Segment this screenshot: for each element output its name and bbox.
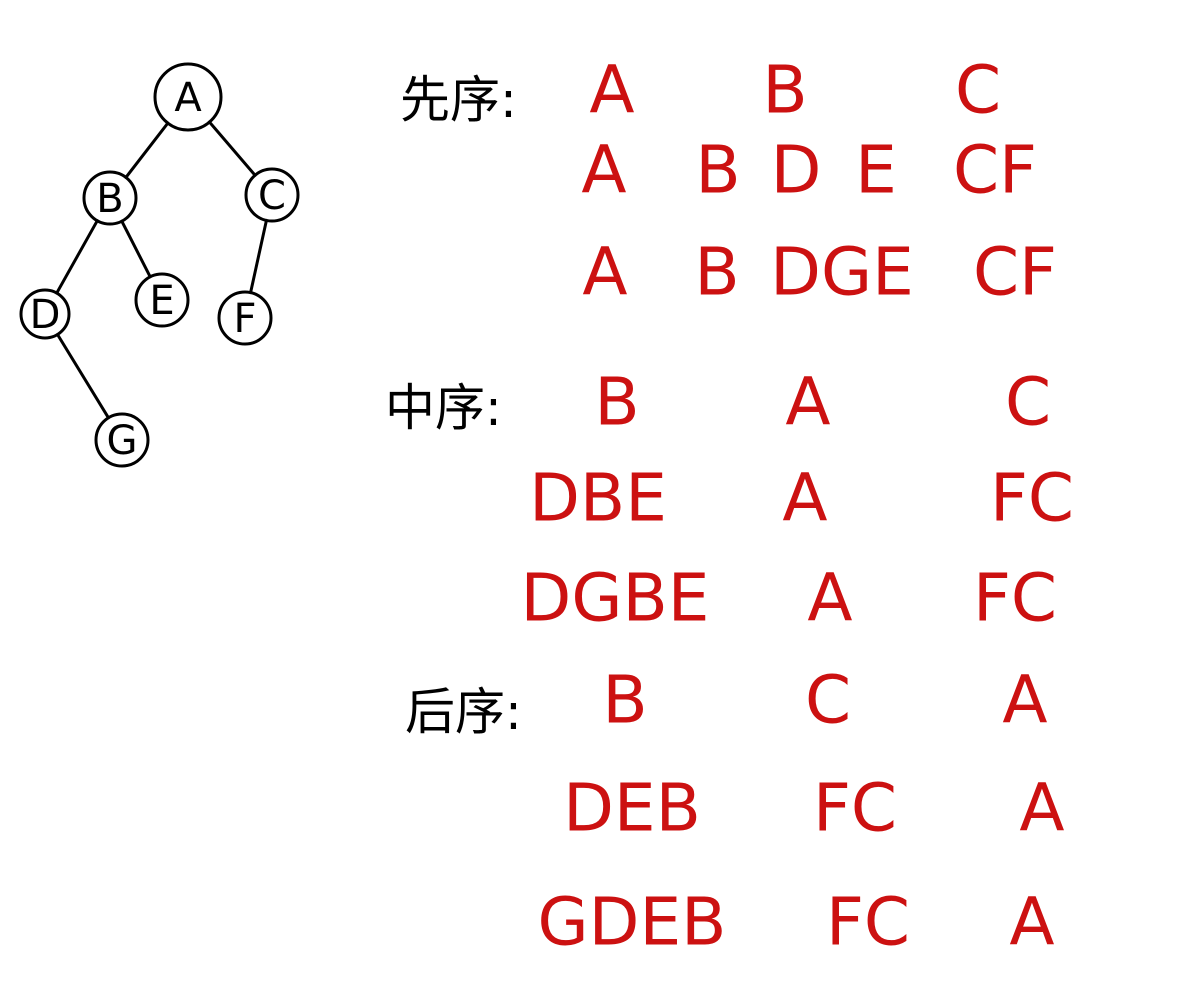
sequence-group: A [1009, 884, 1054, 961]
sequence-group: FC [826, 884, 910, 961]
sequence-group: A [1019, 770, 1064, 847]
tree-edge-d-g [56, 332, 110, 420]
sequence-group: DEB [563, 770, 701, 847]
sequence-group: DGBE [521, 560, 710, 637]
sequence-group: FC [973, 560, 1057, 637]
sequence-group: GDEB [538, 884, 727, 961]
tree-edge-c-f [249, 218, 268, 295]
traversal-label-postorder: 后序: [405, 683, 522, 741]
traversal-label-inorder: 中序: [385, 379, 502, 437]
traversal-step: DEB FC A [563, 770, 1064, 847]
tree-node-circle [19, 288, 71, 340]
traversal-step: DBE A FC [529, 460, 1074, 537]
tree-node-g: G [94, 412, 150, 468]
tree-node-b: B [82, 170, 138, 226]
sequence-group: A [1002, 662, 1047, 739]
sequence-group: DGE [770, 234, 914, 311]
sequence-group: A [785, 364, 830, 441]
sequence-group: A [589, 52, 634, 129]
sequence-group: B [594, 364, 639, 441]
sequence-group: DBE [529, 460, 667, 537]
tree-node-circle [134, 272, 190, 328]
tree-node-label: C [258, 173, 286, 219]
traversal-inorder: 中序: B A C DBE A FC DGBE A FC [385, 364, 1074, 637]
traversal-step: A B C [589, 52, 1001, 129]
tree-node-c: C [244, 167, 300, 223]
sequence-group: B [602, 662, 647, 739]
tree-node-a: A [153, 62, 223, 132]
tree-node-circle [153, 62, 223, 132]
tree-edge-b-e [120, 219, 152, 279]
tree-node-label: A [174, 75, 202, 121]
tree-node-circle [94, 412, 150, 468]
sequence-group: A [582, 234, 627, 311]
sequence-group: CF [953, 132, 1037, 209]
tree-node-d: D [19, 288, 71, 340]
tree-node-label: F [233, 296, 256, 342]
tree-node-circle [217, 290, 273, 346]
tree-edge-a-c [207, 120, 257, 177]
sequence-group: A [581, 132, 626, 209]
traversal-step: DGBE A FC [521, 560, 1058, 637]
traversal-label-preorder: 先序: [400, 71, 517, 129]
tree-nodes: A B C D E F G [19, 62, 300, 468]
sequence-group: FC [813, 770, 897, 847]
sequence-group: E [855, 132, 897, 209]
tree-edges [55, 120, 268, 420]
tree-node-circle [82, 170, 138, 226]
sequence-group: C [1005, 364, 1051, 441]
sequence-group: A [807, 560, 852, 637]
traversal-step: GDEB FC A [538, 884, 1055, 961]
sequence-group: C [805, 662, 851, 739]
tree-node-e: E [134, 272, 190, 328]
tree-node-label: B [96, 176, 123, 222]
tree-node-label: E [149, 278, 174, 324]
sequence-group: B [695, 132, 740, 209]
sequence-group: B [694, 234, 739, 311]
tree-node-f: F [217, 290, 273, 346]
sequence-group: CF [973, 234, 1057, 311]
sequence-group: C [955, 52, 1001, 129]
sequence-group: D [771, 132, 822, 209]
tree-node-label: G [107, 418, 138, 464]
tree-node-label: D [30, 292, 61, 338]
tree-edge-b-d [55, 219, 99, 295]
sequence-group: A [782, 460, 827, 537]
tree-node-circle [244, 167, 300, 223]
sequence-group: FC [990, 460, 1074, 537]
binary-tree-diagram: A B C D E F G [19, 62, 300, 468]
sequence-group: B [762, 52, 807, 129]
tree-edge-a-b [124, 121, 170, 179]
traversal-postorder: 后序: B C A DEB FC A GDEB FC A [405, 662, 1065, 961]
